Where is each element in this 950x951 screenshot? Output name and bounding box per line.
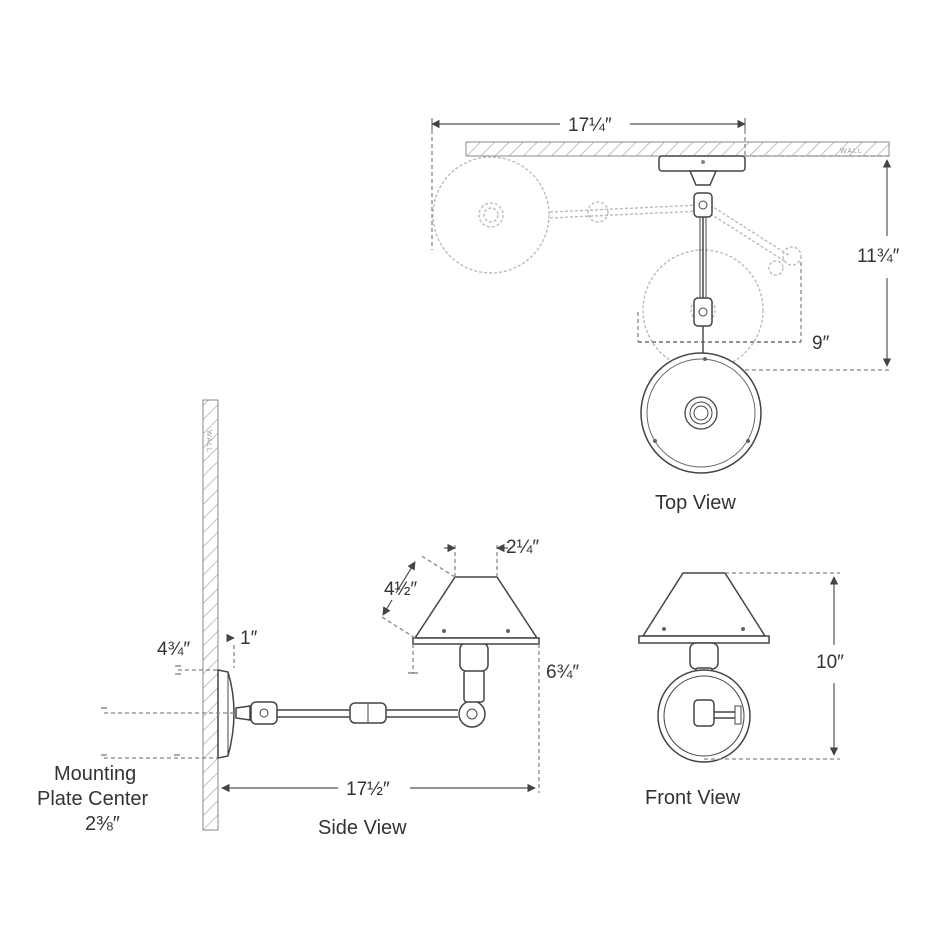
side-shade-to-arm-label: 6¾″ (546, 662, 579, 683)
side-shade-slant-label: 4½″ (384, 579, 417, 600)
side-plate-depth-label: 1″ (240, 628, 258, 649)
side-wall (202, 399, 219, 831)
side-shade (413, 576, 539, 639)
side-mount-label-2: Plate Center (37, 788, 149, 810)
side-view-caption: Side View (318, 817, 407, 839)
side-socket (459, 642, 489, 672)
top-wall (465, 141, 890, 157)
top-plate-neck (688, 170, 718, 186)
side-view: WALL 2¼″ 4½″ (37, 399, 579, 839)
side-shade-top-label: 2¼″ (506, 537, 539, 558)
top-width-label: 17¼″ (568, 115, 612, 136)
front-height-label: 10″ (816, 652, 844, 673)
side-stem (463, 669, 485, 703)
top-view-caption: Top View (655, 492, 736, 514)
front-shade (641, 572, 767, 637)
top-offset-label: 9″ (812, 333, 830, 354)
side-arm-base (235, 705, 251, 721)
side-plate-height-label: 4¾″ (157, 639, 190, 660)
top-wall-label: WALL (840, 148, 863, 155)
top-projection-label: 11¾″ (857, 246, 900, 267)
top-ghost-shade-left (432, 156, 550, 274)
side-mount-plate (217, 669, 235, 759)
front-view: 10″ Front View (638, 572, 844, 809)
side-mount-label-1: Mounting (54, 763, 136, 785)
front-knuckle (693, 699, 715, 727)
front-socket (689, 642, 719, 670)
side-mount-value: 2⅜″ (85, 813, 120, 835)
top-view: WALL 17¼″ (431, 115, 900, 514)
side-wall-label: WALL (205, 430, 212, 453)
side-extension-label: 17½″ (346, 779, 390, 800)
front-view-caption: Front View (645, 787, 741, 809)
